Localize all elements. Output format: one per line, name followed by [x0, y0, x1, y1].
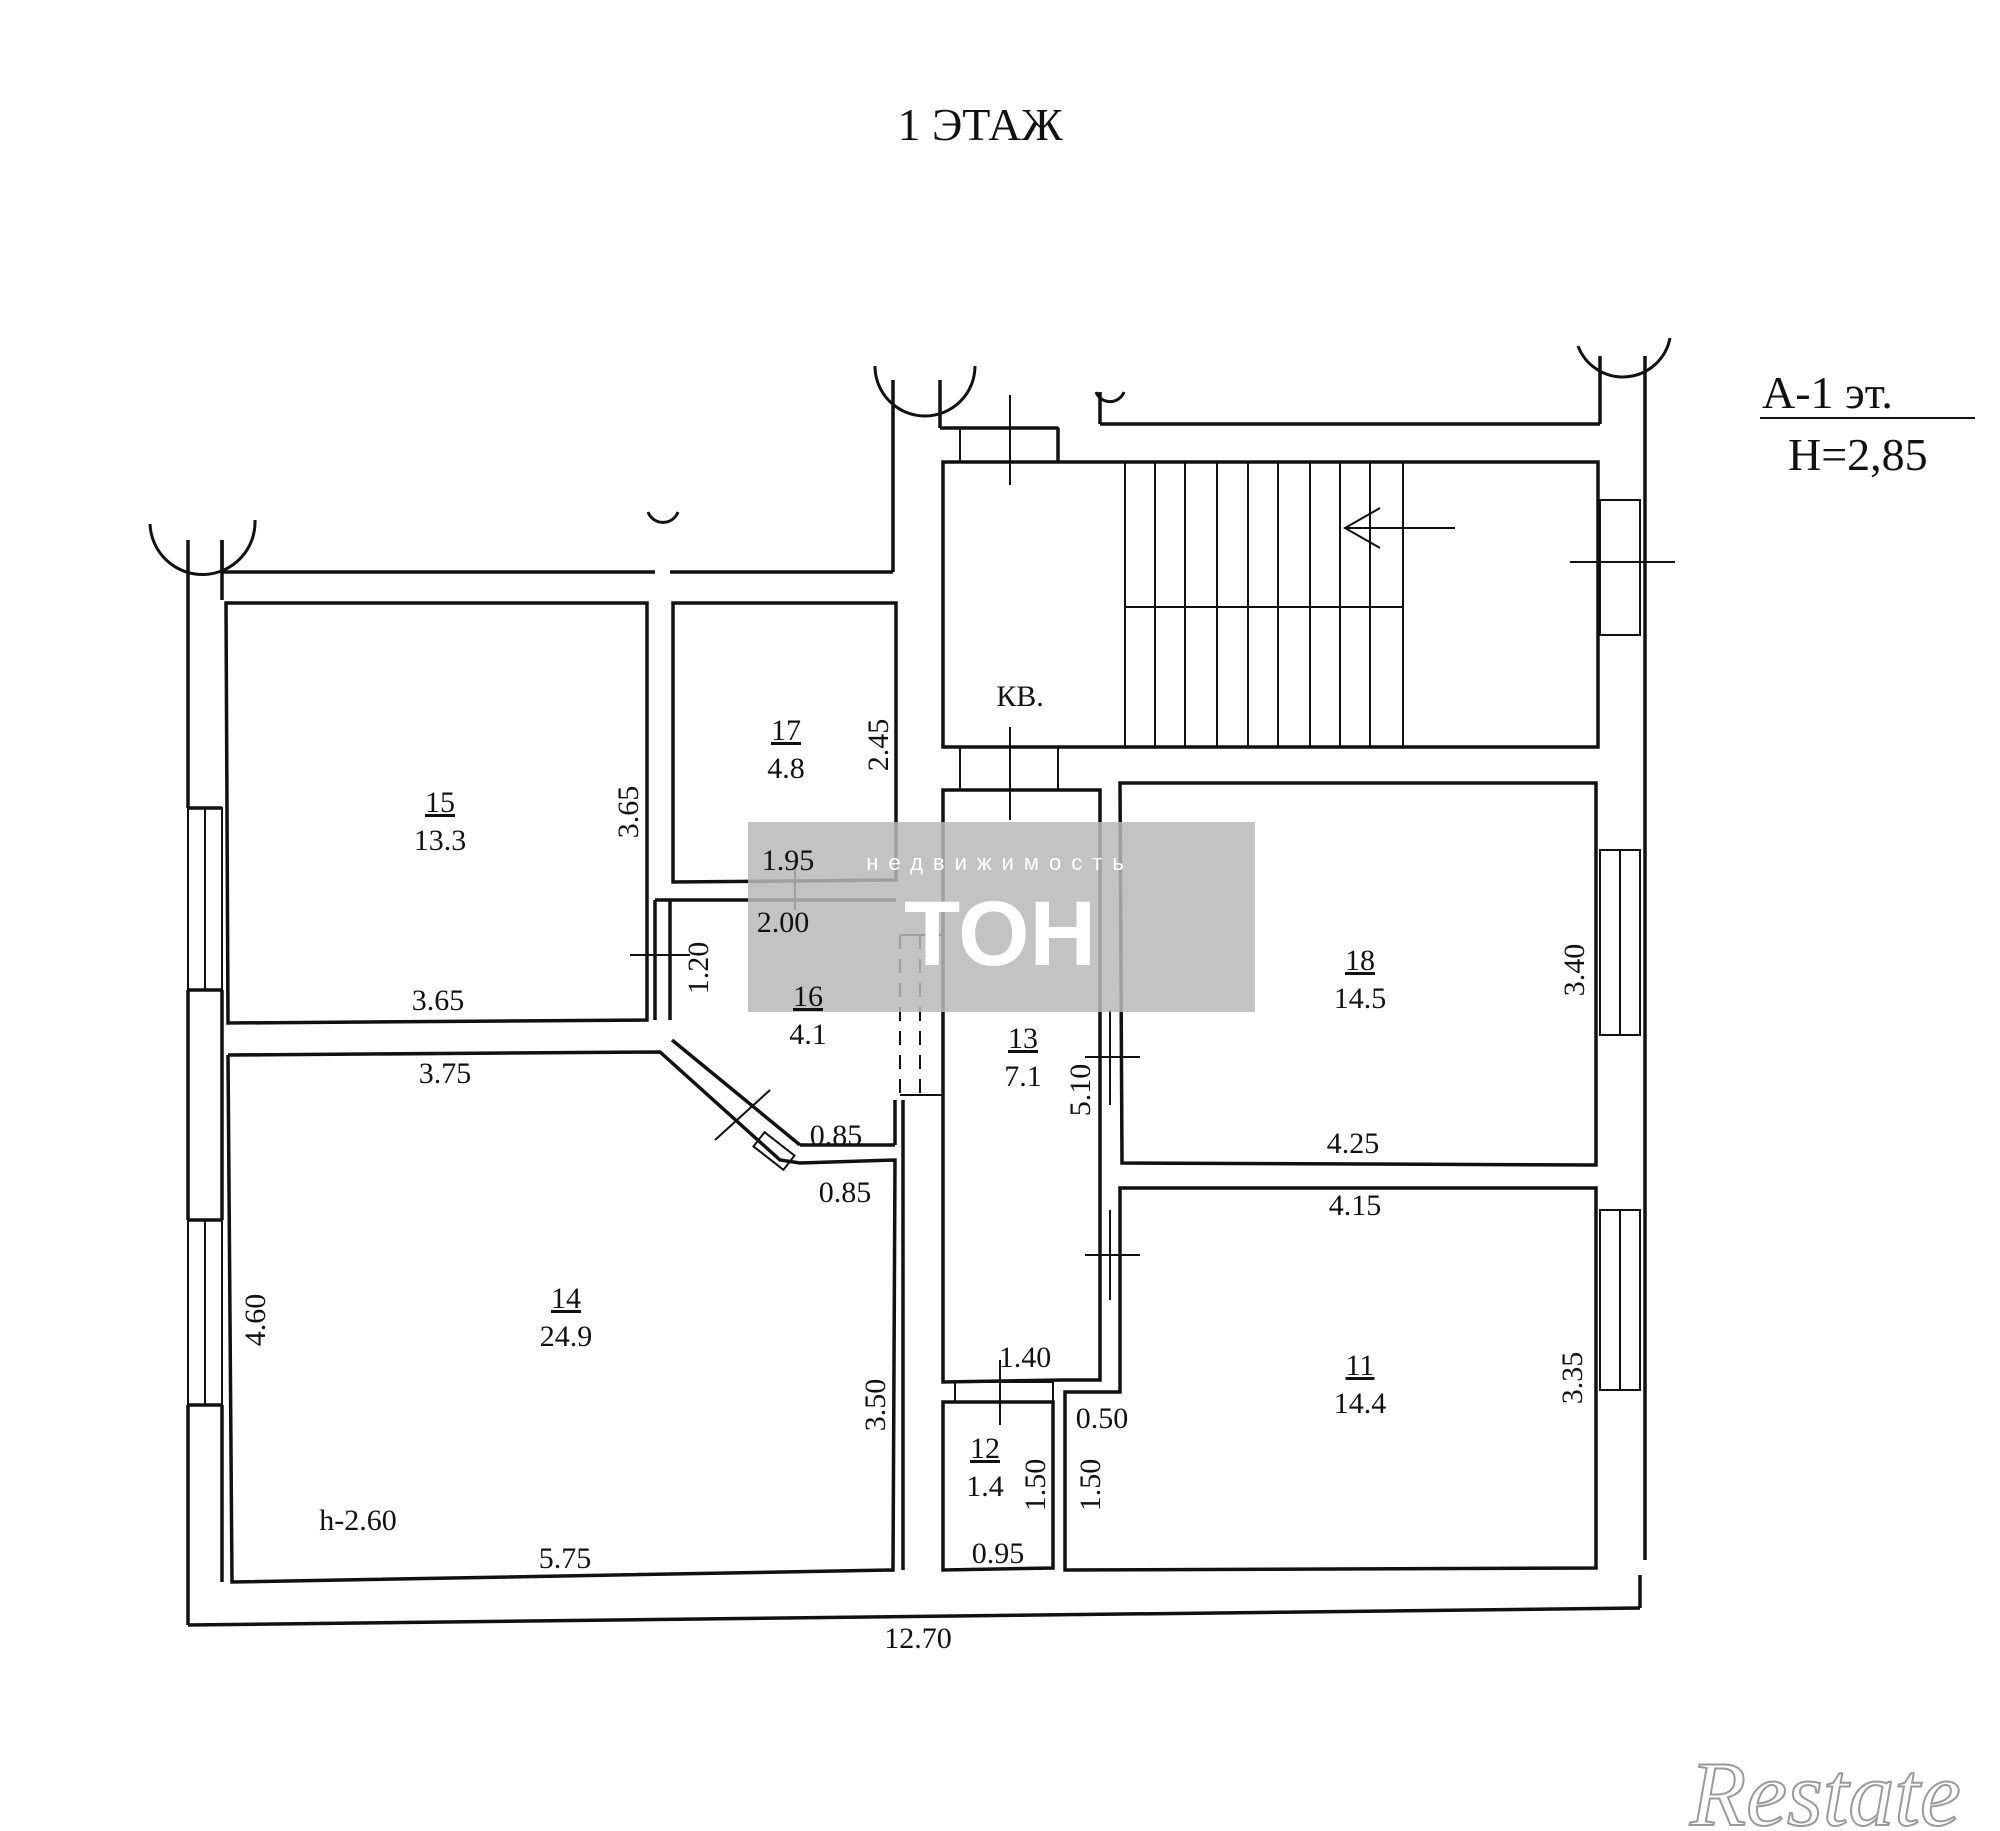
watermark-tagline: недвижимость [866, 850, 1134, 875]
dim-r11-top: 4.15 [1329, 1189, 1382, 1222]
dim-r17-height: 2.45 [862, 719, 895, 772]
room-11-area: 14.4 [1334, 1387, 1387, 1420]
dim-r14-width: 5.75 [539, 1542, 592, 1575]
dim-r14-ceiling: h-2.60 [319, 1504, 397, 1537]
room-16-label: 16 4.1 [789, 980, 827, 1051]
room-15-id: 15 [425, 786, 455, 819]
stair-label: КВ. [996, 680, 1044, 713]
room-13-id: 13 [1008, 1022, 1038, 1055]
right-windows [1570, 499, 1675, 1391]
dim-r14-right: 3.50 [859, 1379, 892, 1432]
outer-walls [186, 356, 1647, 1627]
room-14-area: 24.9 [540, 1320, 593, 1353]
dim-r16-bottom: 0.85 [810, 1119, 863, 1152]
entry-arcs [148, 337, 1672, 576]
dim-r12-top: 1.40 [999, 1341, 1052, 1374]
room-18-label: 18 14.5 [1334, 944, 1387, 1015]
dim-r13-height: 5.10 [1064, 1064, 1097, 1117]
ceiling-height-label: Н=2,85 [1788, 429, 1928, 480]
dim-r16-width: 2.00 [757, 906, 810, 939]
dim-r12-height: 1.50 [1019, 1459, 1052, 1512]
dim-r14-top: 3.75 [419, 1057, 472, 1090]
room-11-id: 11 [1346, 1349, 1375, 1382]
dim-r14-step: 0.85 [819, 1176, 872, 1209]
room-16-id: 16 [793, 980, 823, 1013]
dim-r11-step: 0.50 [1076, 1402, 1129, 1435]
room-15-label: 15 13.3 [414, 786, 467, 857]
dim-r17-width: 1.95 [762, 844, 815, 877]
dim-r11-left: 1.50 [1074, 1459, 1107, 1512]
room-12-area: 1.4 [966, 1470, 1004, 1503]
dim-r14-height: 4.60 [239, 1294, 272, 1347]
room-11-label: 11 14.4 [1334, 1349, 1387, 1420]
watermark: недвижимость ТОН [748, 822, 1255, 1012]
dim-r12-width: 0.95 [972, 1537, 1025, 1570]
dim-r18-height: 3.40 [1558, 944, 1591, 997]
dim-r18-width: 4.25 [1327, 1127, 1380, 1160]
room-12-id: 12 [970, 1432, 1000, 1465]
room-16-area: 4.1 [789, 1018, 827, 1051]
room-14-label: 14 24.9 [540, 1282, 593, 1353]
section-label: А-1 эт. [1762, 367, 1893, 418]
watermark-brand: ТОН [904, 883, 1096, 985]
dimension-labels: 3.65 3.65 2.45 1.95 2.00 1.20 3.75 0.85 … [239, 719, 1591, 1655]
room-17-id: 17 [771, 714, 801, 747]
dim-total-width: 12.70 [884, 1622, 952, 1655]
room-labels: 15 13.3 17 4.8 16 4.1 14 24.9 13 7.1 18 … [414, 714, 1387, 1503]
room-12-label: 12 1.4 [966, 1432, 1004, 1503]
page-title: 1 ЭТАЖ [897, 99, 1063, 150]
room-15-area: 13.3 [414, 824, 467, 857]
room-outlines [224, 395, 1600, 1584]
dim-r15-height: 3.65 [612, 786, 645, 839]
dim-r11-height: 3.35 [1556, 1352, 1589, 1405]
room-13-area: 7.1 [1004, 1060, 1042, 1093]
room-14-id: 14 [551, 1282, 581, 1315]
dim-r16-height: 1.20 [682, 942, 715, 995]
room-17-area: 4.8 [767, 752, 805, 785]
restate-logo-text: Restate [1689, 1743, 1961, 1831]
dim-r15-width: 3.65 [412, 984, 465, 1017]
room-18-area: 14.5 [1334, 982, 1387, 1015]
room-13-label: 13 7.1 [1004, 1022, 1042, 1093]
room-18-id: 18 [1345, 944, 1375, 977]
room-17-label: 17 4.8 [767, 714, 805, 785]
restate-logo: Restate [1688, 1742, 1962, 1831]
stair-treads [1124, 462, 1455, 747]
